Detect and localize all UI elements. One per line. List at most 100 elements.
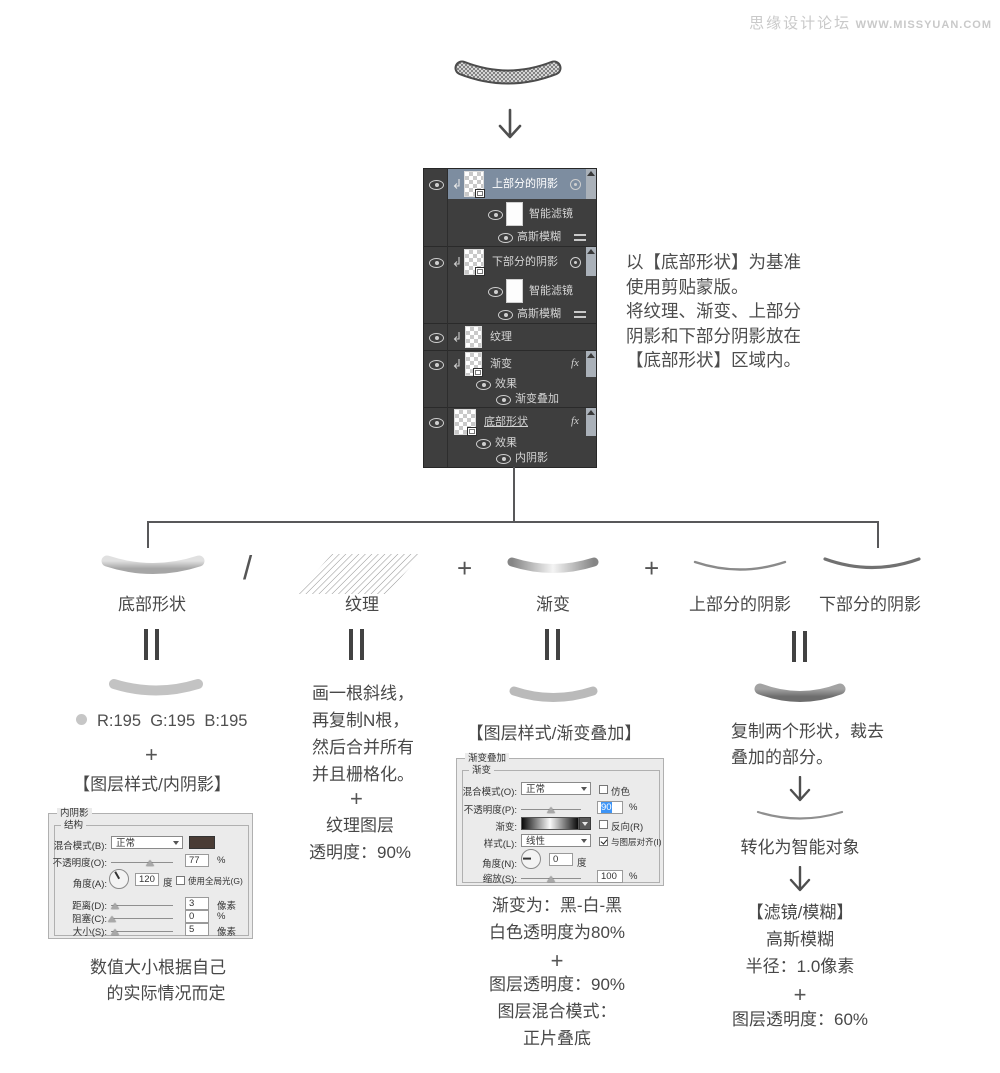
- blend-mode-select[interactable]: 正常: [111, 836, 183, 849]
- filter-settings-icon[interactable]: [574, 311, 586, 318]
- visibility-eye-icon[interactable]: [429, 180, 444, 190]
- effects-header-row[interactable]: 效果: [424, 436, 596, 451]
- effect-item-row[interactable]: 渐变叠加: [424, 392, 596, 407]
- layer-thumbnail[interactable]: [465, 326, 482, 348]
- scale-input[interactable]: 100: [597, 870, 623, 883]
- smart-filter-row[interactable]: 智能滤镜: [424, 199, 596, 229]
- distance-input[interactable]: 3: [185, 897, 209, 910]
- slider-thumb[interactable]: [547, 872, 555, 882]
- visibility-eye-icon[interactable]: [429, 360, 444, 370]
- global-light-checkbox[interactable]: [176, 876, 185, 885]
- reverse-checkbox[interactable]: [599, 820, 608, 829]
- style-select[interactable]: 线性: [521, 834, 591, 847]
- plus-operator: +: [350, 786, 363, 811]
- visibility-eye-icon[interactable]: [488, 210, 503, 220]
- layer-name[interactable]: 纹理: [490, 331, 512, 343]
- visibility-eye-icon[interactable]: [498, 310, 513, 320]
- shadow-opacity-label: 图层透明度：60%: [731, 1010, 869, 1029]
- size-input[interactable]: 5: [185, 923, 209, 936]
- rgb-value: R:195 G:195 B:195: [97, 712, 248, 730]
- distance-unit: 像素: [217, 901, 237, 912]
- visibility-eye-icon[interactable]: [496, 454, 511, 464]
- effects-header-row[interactable]: 效果: [424, 377, 596, 392]
- scale-slider[interactable]: [521, 876, 581, 882]
- layer-row-gradient[interactable]: 渐变 fx: [424, 350, 596, 378]
- gradient-preview-bar[interactable]: [521, 817, 579, 830]
- layer-thumbnail[interactable]: [454, 409, 477, 436]
- layer-row-texture[interactable]: 纹理: [424, 323, 596, 351]
- filter-item-row[interactable]: 高斯模糊: [424, 229, 596, 246]
- opacity-input[interactable]: 90: [597, 801, 623, 814]
- gradient-label: 渐变:: [495, 822, 517, 833]
- layer-name[interactable]: 下部分的阴影: [492, 256, 558, 268]
- opacity-slider[interactable]: [111, 860, 173, 866]
- visibility-eye-icon[interactable]: [476, 439, 491, 449]
- watermark: 思缘设计论坛 WWW.MISSYUAN.COM: [749, 12, 992, 33]
- choke-input[interactable]: 0: [185, 910, 209, 923]
- gradient-note-line: 图层透明度：90%: [488, 975, 626, 994]
- layer-row-bottom-shape[interactable]: 底部形状 fx: [424, 407, 596, 437]
- layer-row-upper-shadow[interactable]: 上部分的阴影: [424, 169, 596, 199]
- opacity-slider[interactable]: [521, 807, 581, 813]
- choke-slider[interactable]: [108, 916, 173, 922]
- collapse-strip[interactable]: [586, 351, 596, 378]
- blend-mode-select[interactable]: 正常: [521, 782, 591, 795]
- slider-thumb[interactable]: [111, 925, 120, 935]
- plus-operator: +: [644, 553, 660, 583]
- visibility-eye-icon[interactable]: [429, 333, 444, 343]
- slider-thumb[interactable]: [547, 803, 555, 813]
- layer-name[interactable]: 渐变: [490, 358, 512, 370]
- slider-thumb[interactable]: [110, 899, 119, 909]
- note-line: 阴影和下部分阴影放在: [626, 325, 801, 346]
- size-label: 大小(S):: [72, 927, 107, 938]
- angle-input[interactable]: 120: [135, 873, 159, 886]
- gradient-dropdown-button[interactable]: [579, 817, 591, 830]
- layer-thumbnail[interactable]: [465, 352, 483, 377]
- filter-settings-icon[interactable]: [574, 234, 586, 241]
- slider-thumb[interactable]: [108, 912, 117, 922]
- collapse-strip[interactable]: [586, 169, 596, 199]
- size-slider[interactable]: [111, 929, 173, 935]
- filter-mask-thumbnail[interactable]: [506, 202, 523, 226]
- label-lower-shadow: 下部分的阴影: [819, 595, 921, 614]
- align-with-layer-checkbox[interactable]: [599, 837, 608, 846]
- angle-dial[interactable]: [109, 869, 129, 889]
- dialog-title: 渐变叠加: [465, 753, 510, 764]
- visibility-eye-icon[interactable]: [429, 418, 444, 428]
- row-label[interactable]: 渐变叠加: [515, 393, 559, 405]
- filter-mask-thumbnail[interactable]: [506, 279, 523, 303]
- layer-row-lower-shadow[interactable]: 下部分的阴影: [424, 246, 596, 277]
- choke-unit: %: [217, 911, 226, 922]
- layer-name[interactable]: 底部形状: [484, 416, 528, 428]
- row-label[interactable]: 效果: [495, 437, 517, 449]
- smart-filter-row[interactable]: 智能滤镜: [424, 276, 596, 306]
- dither-checkbox[interactable]: [599, 785, 608, 794]
- visibility-eye-icon[interactable]: [429, 258, 444, 268]
- equals-symbol: [349, 629, 365, 660]
- collapse-strip[interactable]: [586, 247, 596, 277]
- row-label[interactable]: 高斯模糊: [517, 308, 561, 320]
- opacity-input[interactable]: 77: [185, 854, 209, 867]
- angle-input[interactable]: 0: [549, 853, 573, 866]
- effect-item-row[interactable]: 内阴影: [424, 451, 596, 467]
- dialog-title: 内阴影: [57, 808, 92, 819]
- slider-thumb[interactable]: [146, 856, 155, 866]
- row-label[interactable]: 智能滤镜: [529, 285, 573, 297]
- visibility-eye-icon[interactable]: [476, 380, 491, 390]
- visibility-eye-icon[interactable]: [496, 395, 511, 405]
- row-label[interactable]: 效果: [495, 378, 517, 390]
- visibility-eye-icon[interactable]: [498, 233, 513, 243]
- layer-name[interactable]: 上部分的阴影: [492, 178, 558, 190]
- layer-thumbnail[interactable]: [464, 171, 485, 198]
- texture-steps: 画一根斜线， 再复制N根， 然后合并所有 并且栅格化。: [312, 680, 414, 788]
- angle-dial[interactable]: [521, 849, 541, 869]
- row-label[interactable]: 智能滤镜: [529, 208, 573, 220]
- row-label[interactable]: 内阴影: [515, 452, 548, 464]
- collapse-strip[interactable]: [586, 408, 596, 437]
- visibility-eye-icon[interactable]: [488, 287, 503, 297]
- filter-item-row[interactable]: 高斯模糊: [424, 306, 596, 323]
- layer-thumbnail[interactable]: [464, 249, 485, 276]
- distance-slider[interactable]: [110, 903, 173, 909]
- shadow-color-swatch[interactable]: [189, 836, 215, 849]
- row-label[interactable]: 高斯模糊: [517, 231, 561, 243]
